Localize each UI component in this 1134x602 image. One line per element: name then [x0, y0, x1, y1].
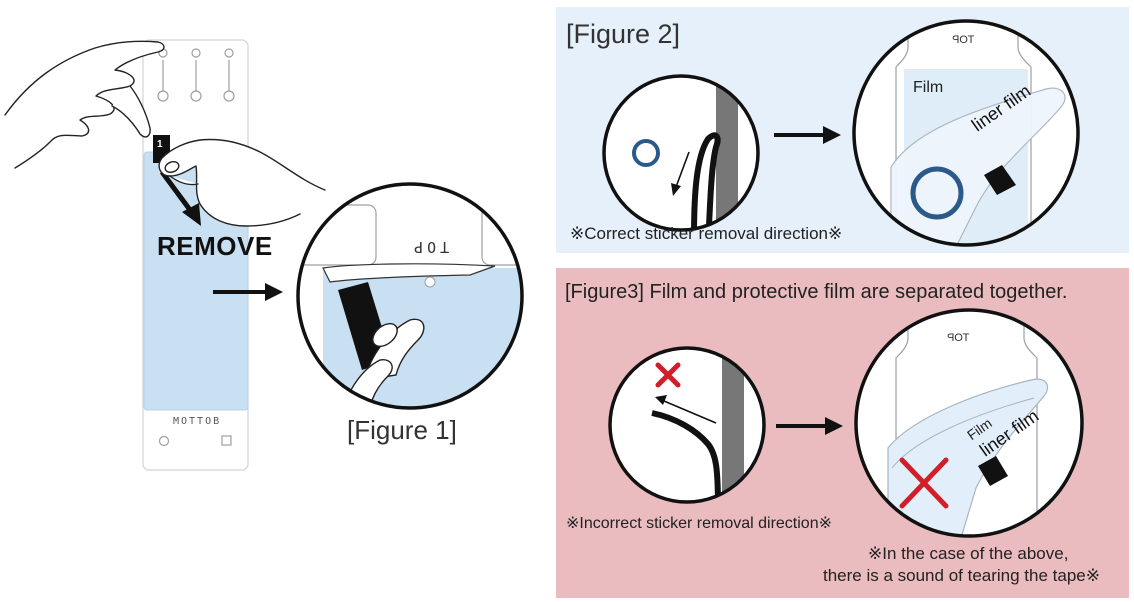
figure-2-title: [Figure 2]: [566, 19, 681, 49]
figure-1-panel: 1 MOTTOB REMOVE: [0, 0, 545, 602]
incorrect-cross-icon: [899, 457, 949, 509]
figure-2-panel: [Figure 2] TOP Film: [556, 7, 1129, 253]
figure-3-top-text: TOP: [947, 332, 970, 344]
correct-circle-icon: [910, 166, 964, 220]
correct-circle-icon: [632, 139, 660, 167]
hand-icon: [4, 40, 326, 227]
figure-3-caption-left: ※Incorrect sticker removal direction※: [566, 515, 832, 532]
figure-2-film-label: Film: [913, 79, 944, 96]
figure-1-magnifier: [296, 182, 524, 410]
figure-2-art: [602, 19, 1080, 247]
figure-3-caption-right-line1: ※In the case of the above,: [868, 544, 1069, 563]
figure-1-caption: [Figure 1]: [347, 415, 457, 445]
figure-3-art: [608, 308, 1084, 538]
strip-bottom-text: MOTTOB: [173, 416, 222, 427]
figure-2-top-text: TOP: [952, 34, 975, 46]
tab-number: 1: [157, 139, 163, 150]
figure-3-title: [Figure3] Film and protective film are s…: [565, 281, 1068, 303]
figure-3-panel: [Figure3] Film and protective film are s…: [556, 268, 1129, 598]
figure-2-caption: ※Correct sticker removal direction※: [570, 224, 843, 243]
magnifier-top-text: TOP: [410, 238, 450, 256]
figure-3-caption-right-line2: there is a sound of tearing the tape※: [823, 566, 1100, 585]
remove-label: REMOVE: [157, 231, 273, 261]
incorrect-cross-icon: [655, 362, 681, 388]
